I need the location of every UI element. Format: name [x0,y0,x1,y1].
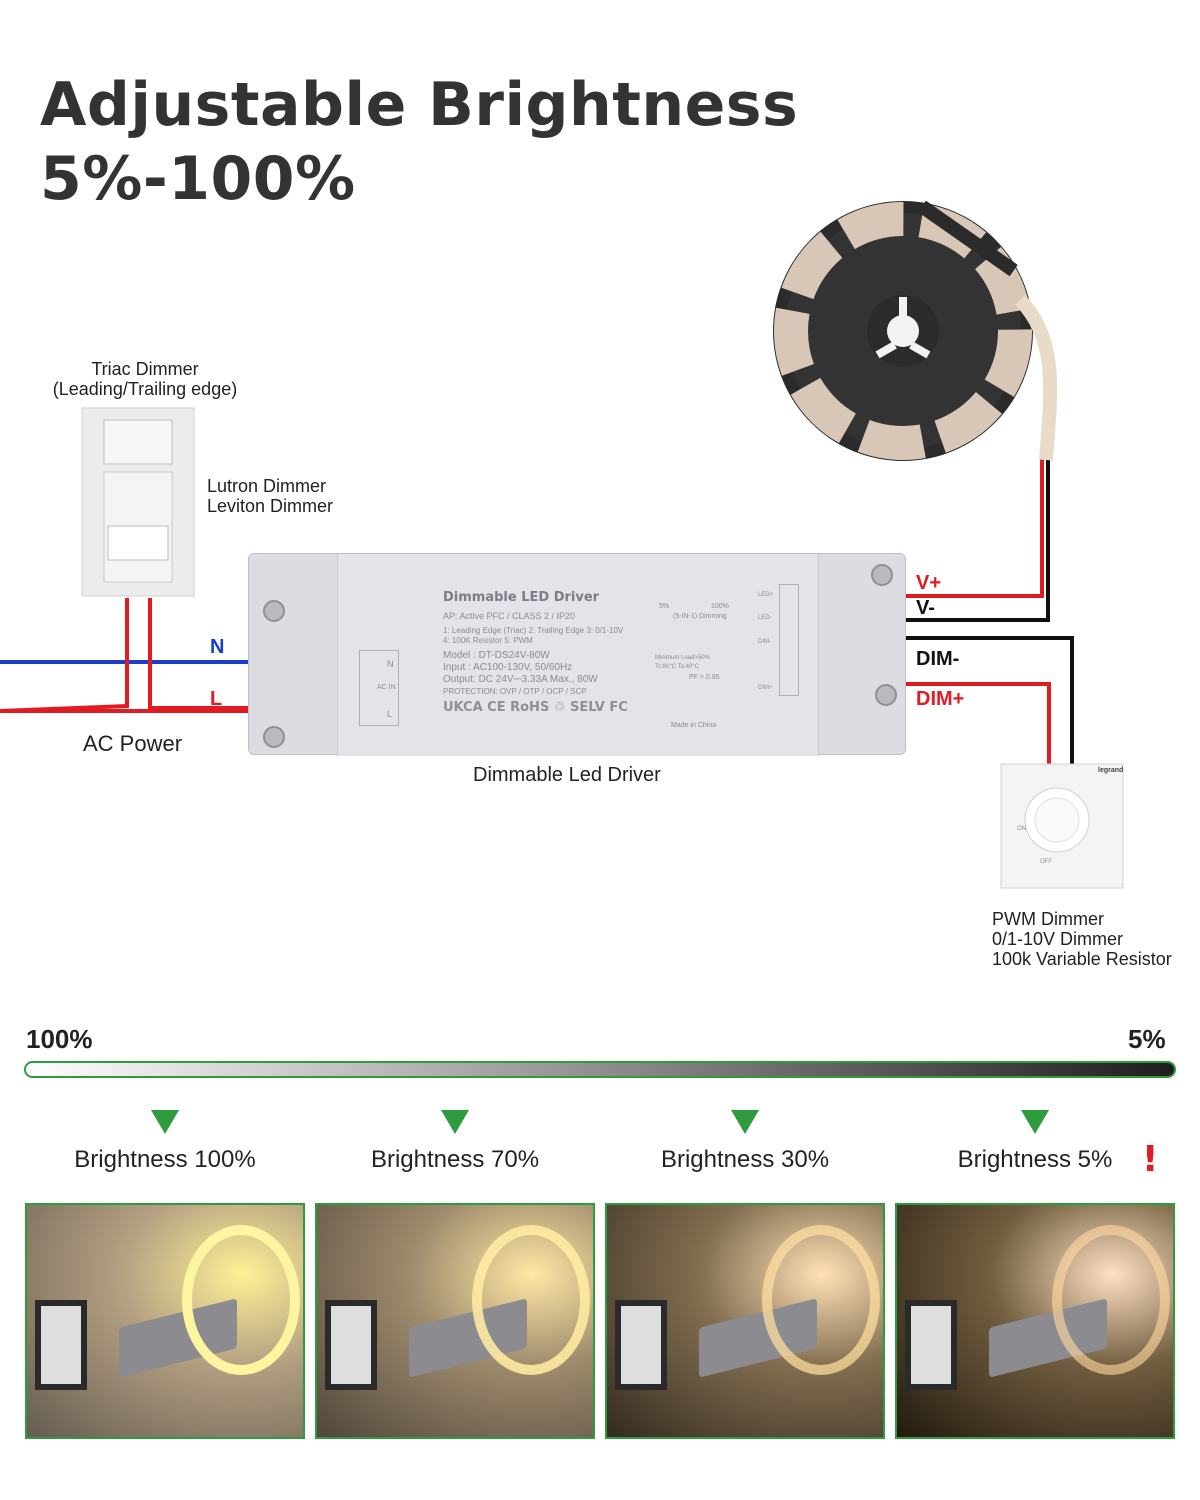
photo-dimmer [615,1300,667,1390]
brightness-photo [895,1203,1175,1439]
driver-name: Dimmable LED Driver [443,590,600,605]
vneg-label: V- [916,597,935,619]
led-strip-tail [1014,295,1058,461]
pwm-label: PWM Dimmer 0/1-10V Dimmer 100k Variable … [992,909,1172,969]
page-title: Adjustable Brightness 5%-100% [40,68,798,216]
check-arrow-icon [1021,1110,1049,1134]
brightness-photo [25,1203,305,1439]
brightness-gradient-bar [24,1061,1176,1078]
title-line-2: 5%-100% [40,144,356,214]
screw-icon [263,726,285,748]
triac-wire-right [148,598,250,710]
wiring-diagram [0,200,1124,889]
driver-spec: AP: Active PFC / CLASS 2 / IP20 [443,611,576,621]
brightness-level-label: Brightness 70% [370,1146,540,1173]
term-dim-pos: DIM+ [758,685,773,691]
dimpos-wire [906,682,1051,765]
brightness-level-label: Brightness 100% [74,1146,256,1173]
photo-dimmer [325,1300,377,1390]
term-led-neg: LED- [758,615,772,621]
ac-l-label: L [210,688,223,710]
dimpos-label: DIM+ [916,688,965,710]
driver-made-in: Made in China [671,722,717,729]
dimneg-wire [906,636,1074,765]
driver-caption: Dimmable Led Driver [473,764,661,786]
driver-pf: PF > 0.95 [689,674,720,681]
driver-load-info: Minimum Load>50% Tc:80°C Ta:40°C [655,655,710,670]
check-arrow-icon [731,1110,759,1134]
pwm-dimmer [1000,763,1124,889]
led-driver-box: N AC IN L Dimmable LED Driver AP: Active… [248,553,906,756]
screw-icon [875,684,897,706]
vneg-wire [906,455,1050,622]
pwm-brand: legrand [1098,767,1124,774]
dim-scale-high: 100% [711,603,729,610]
triac-label: Triac Dimmer (Leading/Trailing edge) [52,359,238,399]
term-dim-neg: DIM- [758,639,771,645]
ac-n-label: N [210,636,225,658]
brightness-photo [315,1203,595,1439]
photo-led-coil [472,1225,590,1375]
photo-led-coil [762,1225,880,1375]
warning-icon: ! [1142,1139,1159,1180]
driver-ratings: Model : DT-DS24V-80W Input : AC100-130V,… [443,650,598,685]
driver-protection: PROTECTION: OVP / OTP / OCP / SCP [443,687,587,696]
vpos-label: V+ [916,572,942,594]
ac-terminal-block [359,650,399,726]
driver-ac-l: L [387,709,393,719]
brightness-level-label: Brightness 5% [957,1146,1113,1173]
driver-ac-n: N [387,659,394,669]
pwm-off: OFF [1040,859,1052,865]
driver-ac-in: AC IN [377,684,396,691]
driver-certifications: UKCA CE RoHS ♲ SELV FC [443,700,628,715]
triac-brands: Lutron Dimmer Leviton Dimmer [207,476,334,516]
term-led-pos: LED+ [758,592,774,598]
triac-dimmer [81,407,195,597]
dim-scale-low: 5% [659,603,670,610]
screw-icon [871,564,893,586]
triac-wire-left [0,598,129,713]
photo-dimmer [35,1300,87,1390]
ac-power-label: AC Power [83,731,183,756]
brightness-level-label: Brightness 30% [660,1146,830,1173]
check-arrow-icon [441,1110,469,1134]
scale-right-label: 5% [1128,1024,1166,1054]
check-arrow-icon [151,1110,179,1134]
led-driver-label-panel [337,554,819,756]
dim-mode: (5-IN-1) Dimming [673,613,727,620]
brightness-photo [605,1203,885,1439]
title-line-1: Adjustable Brightness [40,70,799,140]
photo-dimmer [905,1300,957,1390]
vpos-wire [906,455,1044,598]
dimneg-label: DIM- [916,648,960,670]
driver-modes: 1: Leading Edge (Triac) 2: Trailing Edge… [443,626,624,645]
output-terminal-block [779,584,799,696]
screw-icon [263,600,285,622]
photo-led-coil [1052,1225,1170,1375]
pwm-on: ON [1017,826,1026,832]
scale-left-label: 100% [26,1024,93,1054]
led-strip-reel [773,200,1033,461]
photo-led-coil [182,1225,300,1375]
